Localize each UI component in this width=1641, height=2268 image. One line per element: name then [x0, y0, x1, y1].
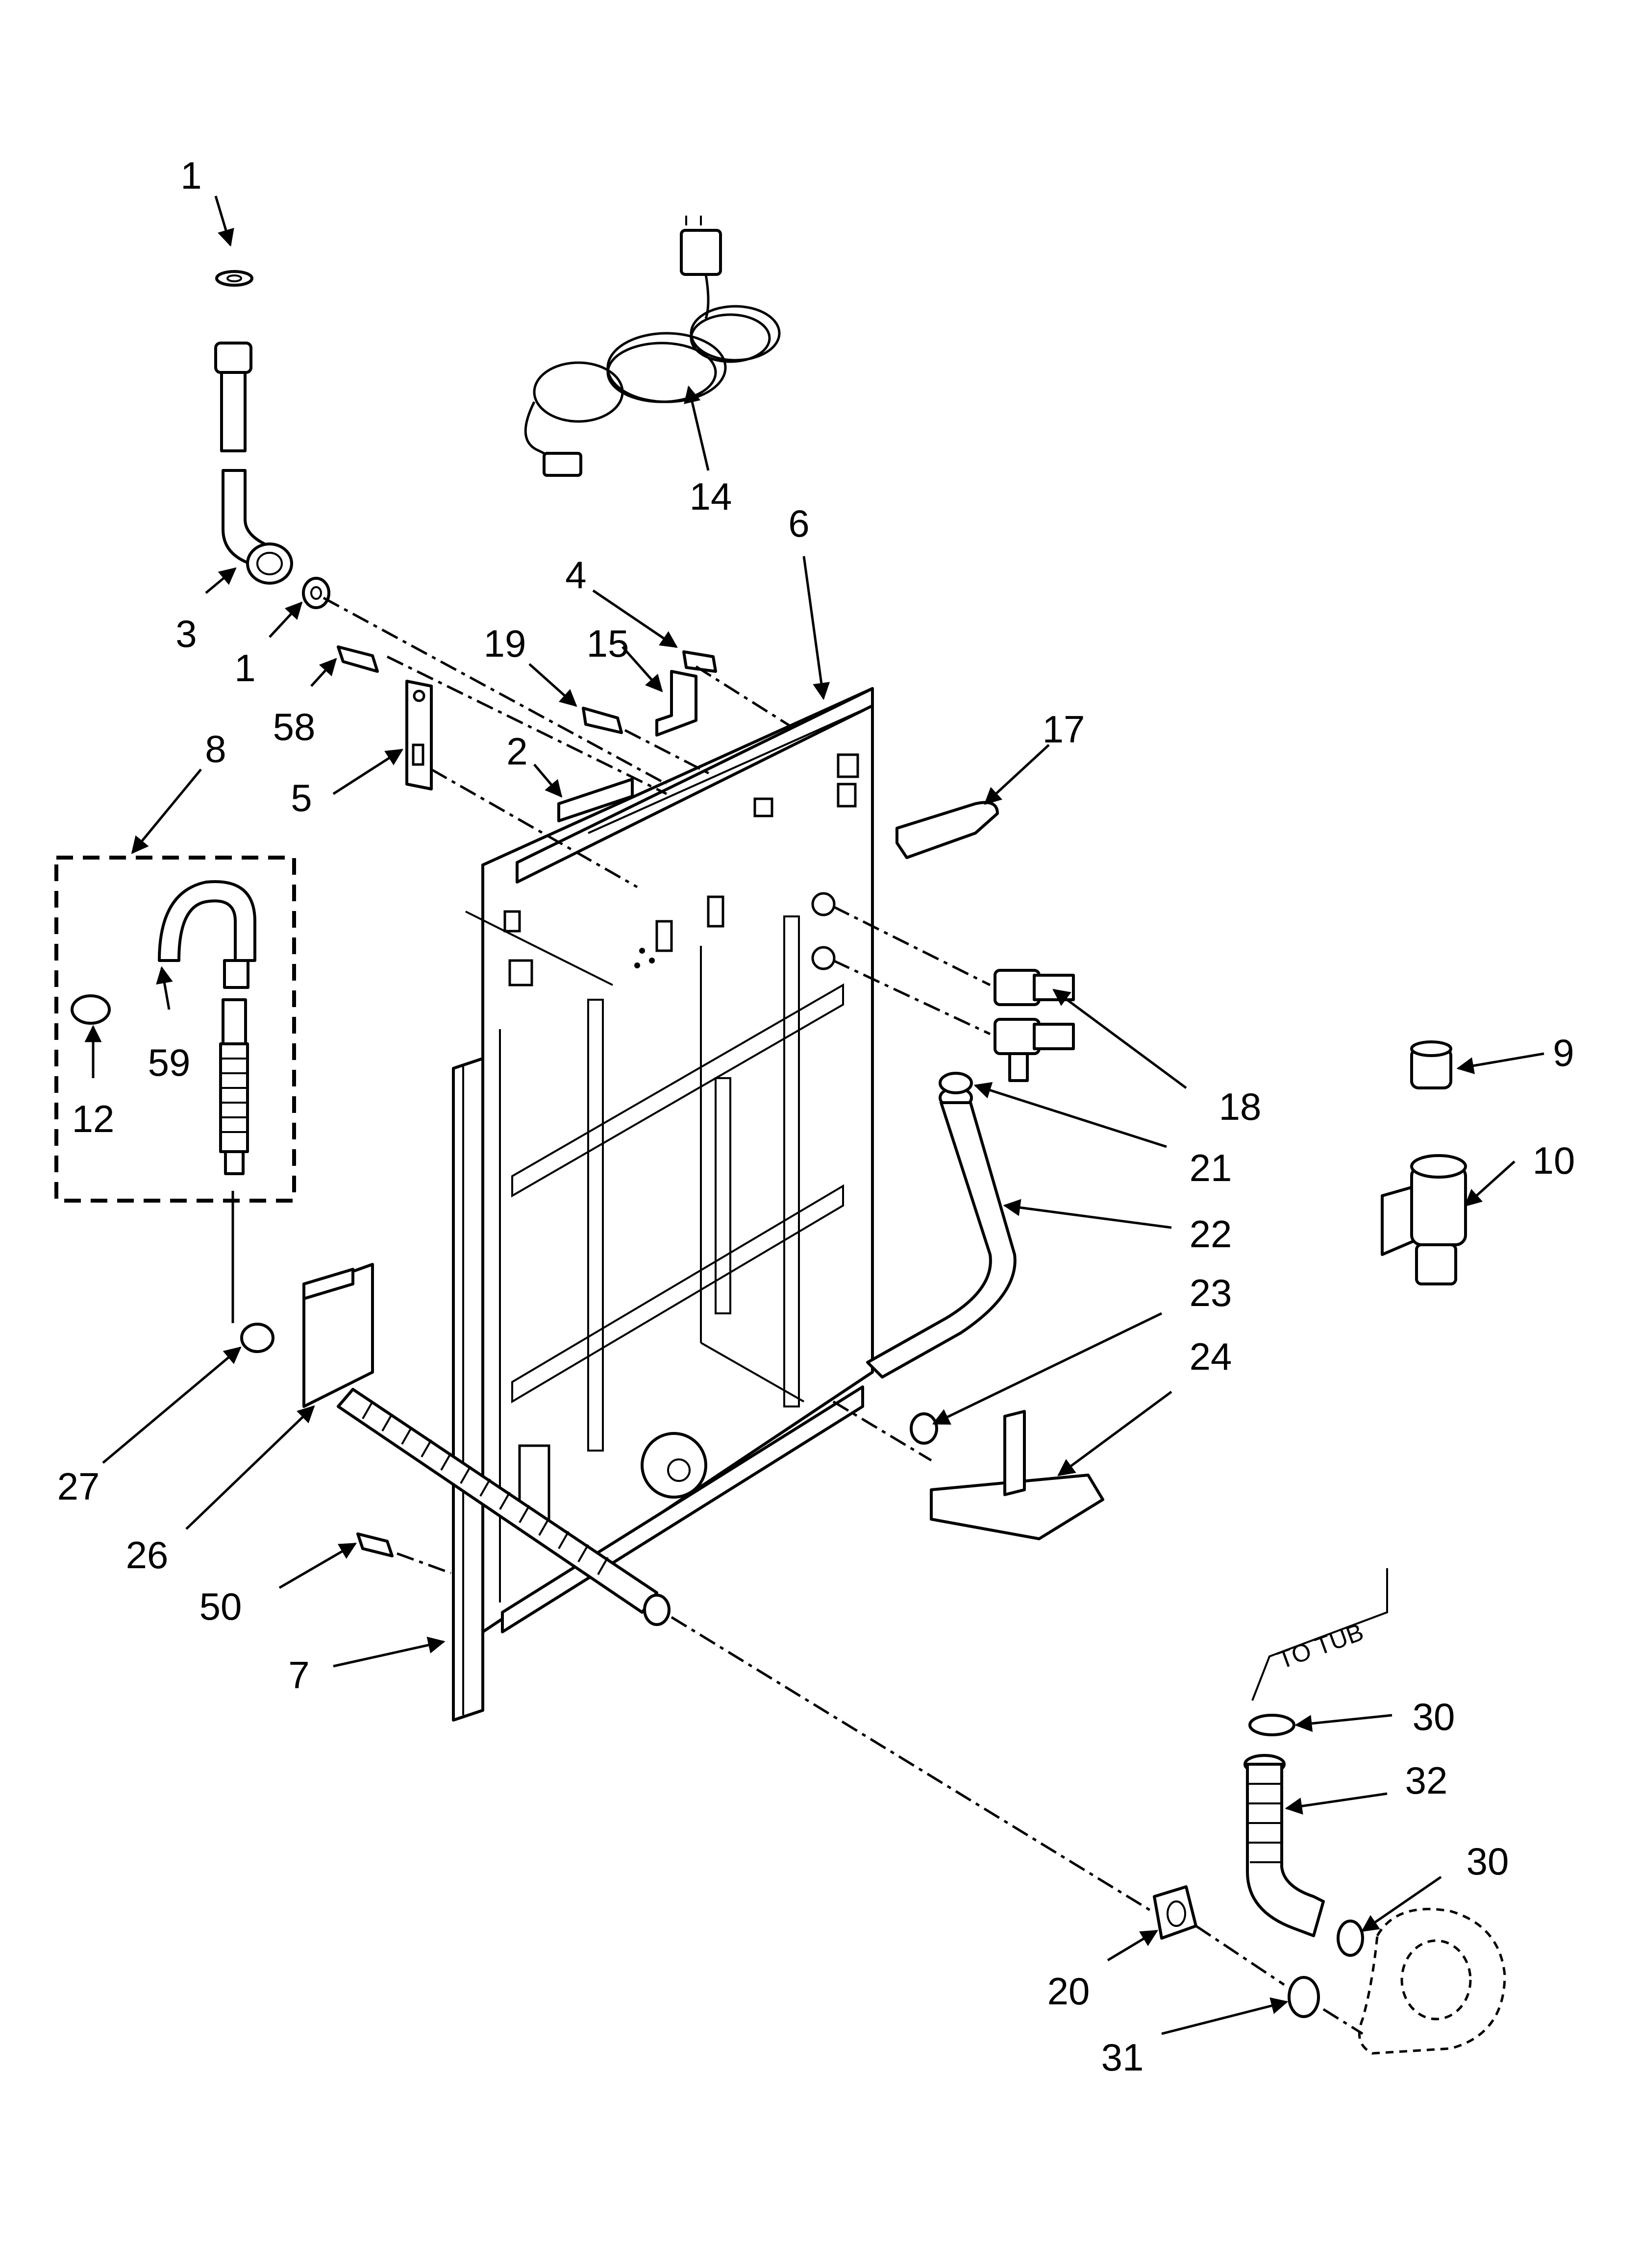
strap-2 — [557, 778, 634, 822]
callout-50: 50 — [199, 1585, 242, 1628]
callout-12: 12 — [72, 1097, 115, 1140]
callout-10: 10 — [1533, 1139, 1575, 1182]
leader-arrows — [84, 196, 1544, 2035]
callout-26: 26 — [126, 1533, 169, 1577]
callout-19: 19 — [484, 622, 526, 665]
bracket-5 — [405, 680, 433, 790]
clamp-23 — [910, 1412, 938, 1445]
air-dome-24 — [930, 1410, 1104, 1540]
callout-22: 22 — [1190, 1212, 1232, 1256]
callout-4: 4 — [565, 553, 586, 596]
callout-31: 31 — [1101, 2036, 1144, 2079]
pump-outline — [1251, 1568, 1506, 2055]
callout-18: 18 — [1219, 1085, 1262, 1128]
inlet-hose — [214, 270, 330, 609]
water-valve — [994, 969, 1075, 1082]
callout-24: 24 — [1190, 1335, 1232, 1378]
callout-1-top: 1 — [180, 154, 201, 197]
callout-23: 23 — [1190, 1271, 1232, 1314]
screw-4 — [682, 650, 717, 673]
callout-17: 17 — [1043, 708, 1085, 751]
fill-hose-22 — [866, 1086, 1017, 1379]
clamp-31 — [1288, 1976, 1320, 2018]
handle-17 — [895, 801, 999, 859]
hose-bracket-26 — [302, 1263, 374, 1408]
pump-motor-10 — [1381, 1154, 1467, 1285]
callout-7: 7 — [288, 1653, 309, 1697]
assembly-lines — [323, 596, 1364, 2035]
callout-30-top: 30 — [1413, 1695, 1455, 1738]
drain-hose-kit — [54, 856, 296, 1323]
clamp-27 — [240, 1323, 274, 1353]
callout-27: 27 — [57, 1465, 100, 1508]
callout-5: 5 — [291, 776, 312, 819]
callout-3: 3 — [175, 612, 197, 655]
clip-15 — [655, 670, 697, 737]
callout-9: 9 — [1553, 1031, 1574, 1074]
callout-30-bottom: 30 — [1467, 1840, 1509, 1883]
rear-panel — [465, 687, 874, 1633]
clamp-30-top — [1248, 1714, 1295, 1736]
drain-hose — [337, 1388, 671, 1626]
screw-50 — [356, 1532, 394, 1557]
to-tub-note: TO TUB — [1274, 1618, 1367, 1675]
callout-58: 58 — [273, 705, 316, 748]
clamp-30-bottom — [1337, 1920, 1364, 1957]
tub-hose-32 — [1243, 1754, 1325, 1937]
callout-1-washer: 1 — [234, 646, 255, 690]
callout-32: 32 — [1405, 1759, 1448, 1802]
callout-2: 2 — [506, 730, 527, 773]
capacitor-9 — [1410, 1040, 1452, 1089]
callout-8: 8 — [205, 727, 226, 770]
callout-21: 21 — [1190, 1146, 1232, 1189]
callout-6: 6 — [788, 502, 809, 545]
callout-59: 59 — [148, 1041, 191, 1084]
screw-58 — [337, 645, 379, 673]
clamp-21 — [939, 1072, 973, 1094]
callout-14: 14 — [690, 475, 732, 518]
screw-19 — [582, 707, 623, 734]
callout-20: 20 — [1047, 1970, 1090, 2013]
side-rail — [452, 1057, 484, 1722]
callout-15: 15 — [587, 622, 629, 665]
coupling-20 — [1153, 1885, 1197, 1940]
callout-labels: 1 1 3 58 5 2 19 15 4 14 6 17 8 59 12 18 … — [57, 154, 1575, 2079]
power-cord — [524, 216, 781, 477]
